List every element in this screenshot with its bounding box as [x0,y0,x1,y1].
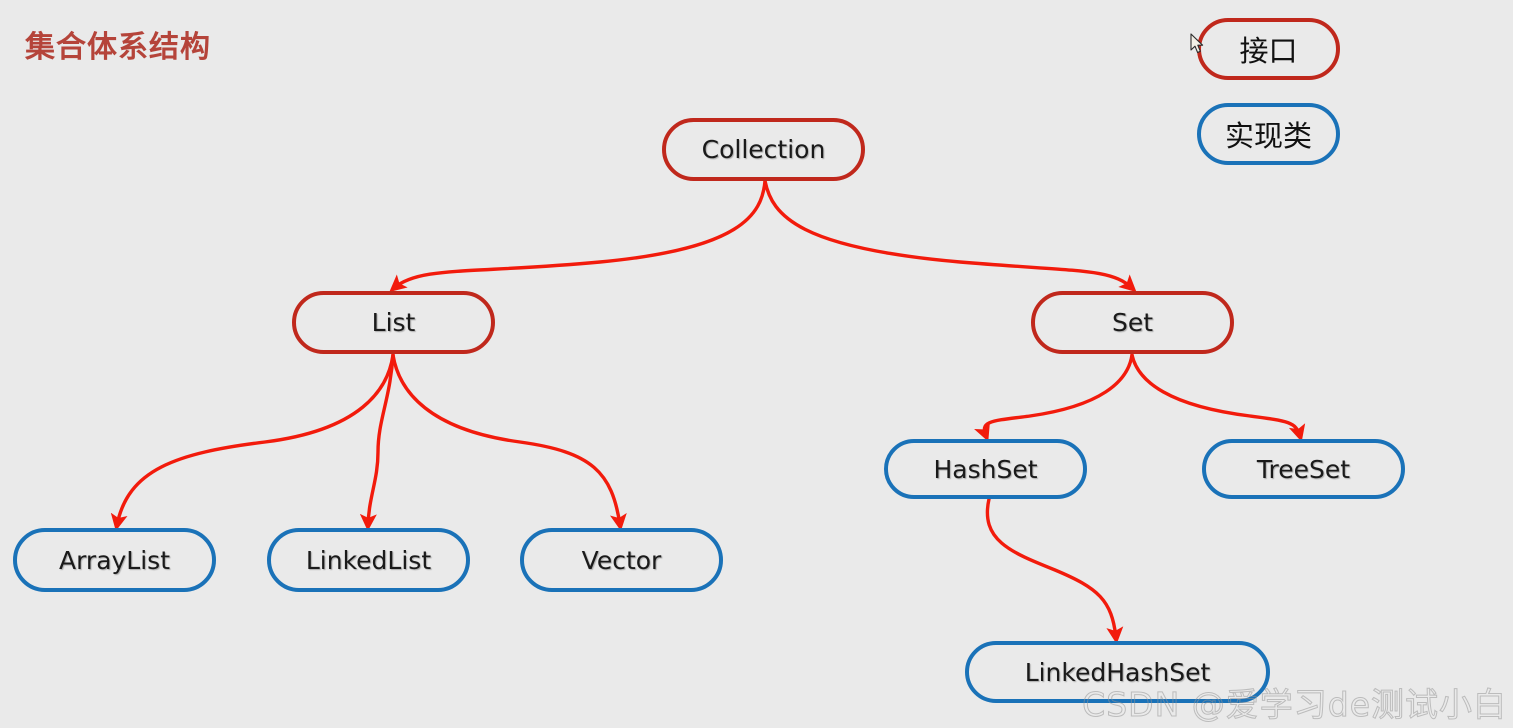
node-collection[interactable]: Collection [662,118,865,181]
watermark: CSDN @爱学习de测试小白 [1082,685,1507,725]
edge-collection-to-set [763,179,1137,293]
edge-collection-to-list [389,179,767,292]
edge-set-to-treeset [1130,353,1306,442]
edge-set-to-hashset [974,353,1134,442]
node-label-hashset: HashSet [933,454,1038,484]
node-label-set: Set [1111,308,1154,337]
edge-list-to-vector [391,353,627,532]
node-label-vector: Vector [581,545,662,575]
node-linkedlist[interactable]: LinkedList [267,528,470,592]
node-label-arraylist: ArrayList [58,545,171,575]
legend-interface[interactable]: 接口 [1197,18,1340,80]
node-label-list: List [371,308,416,337]
legend-interface-label: 接口 [1239,34,1298,68]
edge-list-to-linkedlist [359,353,395,532]
legend-implementation-label: 实现类 [1224,119,1312,153]
page-title: 集合体系结构 [25,30,211,65]
node-arraylist[interactable]: ArrayList [13,528,216,592]
node-label-collection: Collection [701,135,826,164]
node-list[interactable]: List [292,291,495,354]
node-treeset[interactable]: TreeSet [1202,439,1405,499]
node-label-linkedlist: LinkedList [305,545,432,575]
node-hashset[interactable]: HashSet [884,439,1087,499]
node-set[interactable]: Set [1031,291,1234,354]
edge-hashset-to-linkedhashset [985,497,1124,645]
node-vector[interactable]: Vector [520,528,723,592]
legend-implementation[interactable]: 实现类 [1197,103,1340,165]
edge-list-to-arraylist [110,353,395,532]
node-label-treeset: TreeSet [1256,454,1351,484]
